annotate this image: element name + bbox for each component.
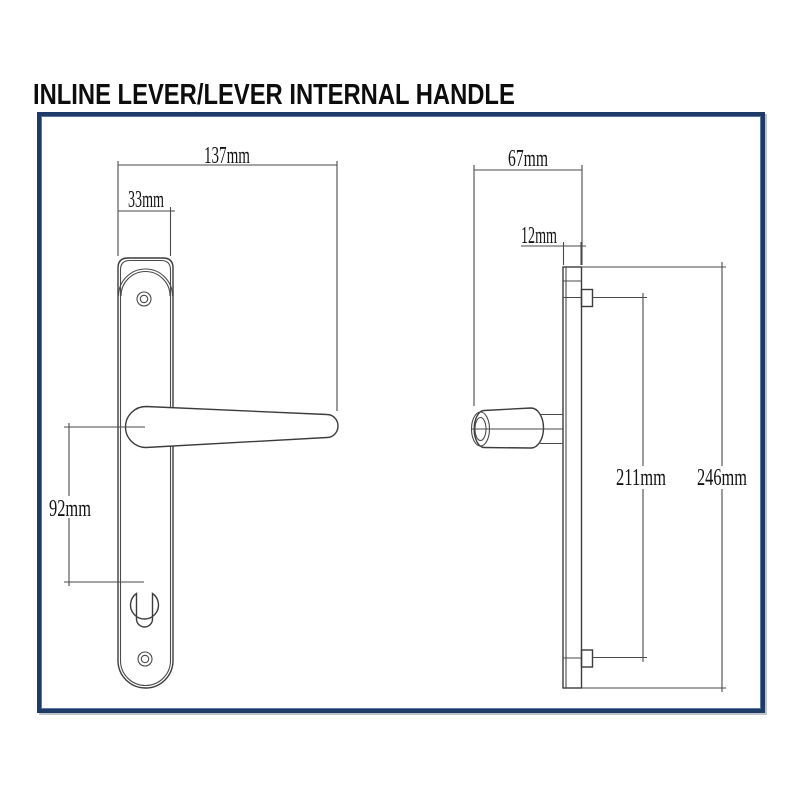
dim-plate-height: 246mm xyxy=(581,262,751,692)
side-view: 67mm 12mm xyxy=(470,146,751,692)
screw-hole-top xyxy=(136,291,152,307)
dim-label-projection: 67mm xyxy=(508,146,548,172)
screw-hole-outer xyxy=(137,651,153,667)
backplate-side-outline xyxy=(562,266,583,689)
dim-lever-to-cylinder: 92mm xyxy=(46,423,145,586)
screw-hole-outer xyxy=(136,291,152,307)
screw-hole-inner xyxy=(139,294,149,304)
dim-label-plate-height: 246mm xyxy=(697,465,747,491)
dim-projection: 67mm xyxy=(473,146,583,406)
lever-front xyxy=(124,405,339,449)
dim-plate-depth: 12mm xyxy=(521,223,586,265)
backplate-front-inner-line xyxy=(119,259,172,686)
euro-cylinder-cutout xyxy=(129,592,160,628)
backplate-front-outline xyxy=(117,257,174,689)
screw-hole-bottom xyxy=(137,651,153,667)
dim-label-plate-width: 33mm xyxy=(128,187,164,213)
screw-hole-inner xyxy=(140,654,150,664)
dim-label-plate-depth: 12mm xyxy=(521,223,557,249)
fixing-clip-bottom xyxy=(580,649,594,668)
dim-plate-width: 33mm xyxy=(118,187,175,256)
page-title: INLINE LEVER/LEVER INTERNAL HANDLE xyxy=(33,79,515,111)
lever-side xyxy=(470,407,563,449)
dim-label-lever-length: 137mm xyxy=(204,143,250,169)
plate-dome-arc-outer xyxy=(117,268,174,297)
drawing-frame xyxy=(37,112,765,713)
dim-lever-length: 137mm xyxy=(117,143,338,411)
dim-label-clip-centres: 211mm xyxy=(616,465,666,491)
dim-clip-centres: 211mm xyxy=(592,293,670,662)
fixing-clip-top xyxy=(580,288,594,308)
dim-label-lever-to-cylinder: 92mm xyxy=(49,496,91,522)
label-backing xyxy=(693,466,751,489)
plate-dome-arc-inner xyxy=(120,271,171,297)
label-backing xyxy=(46,496,94,518)
front-view: 137mm 33mm xyxy=(46,143,339,689)
label-backing xyxy=(612,466,670,489)
